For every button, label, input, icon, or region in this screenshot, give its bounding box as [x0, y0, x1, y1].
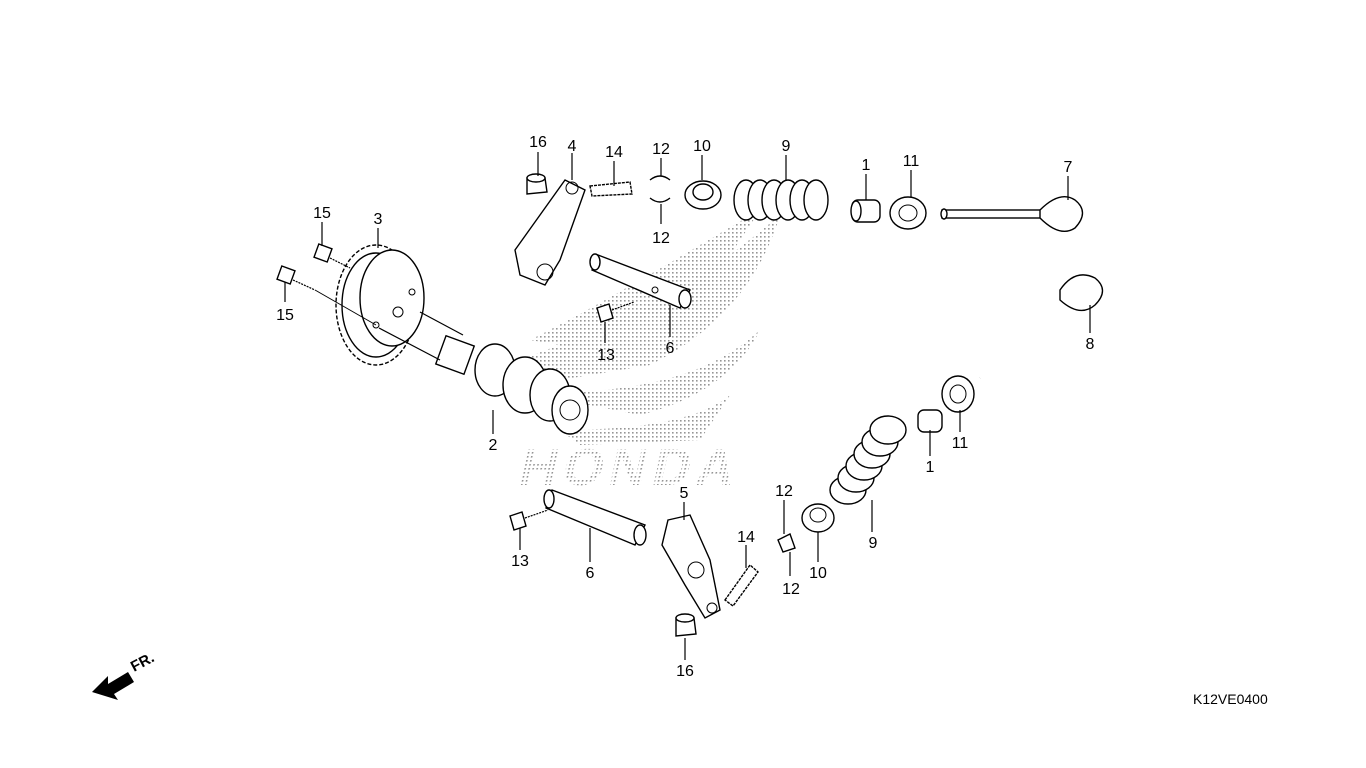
cotter-12-upper — [649, 175, 671, 203]
rocker-shaft-lower — [543, 489, 647, 546]
label-part-15-upper: 15 — [313, 205, 331, 222]
stem-seal-1-upper — [850, 199, 881, 223]
rocker-shaft-upper — [589, 253, 692, 309]
cotter-12-lower — [777, 533, 796, 553]
nut-16-lower — [675, 613, 697, 637]
spring-retainer-10-lower — [801, 503, 835, 533]
label-part-15-lower: 15 — [276, 307, 294, 324]
label-part-11-lower: 11 — [952, 435, 969, 452]
label-part-14-upper: 14 — [605, 144, 623, 161]
stem-seal-1-lower — [917, 409, 943, 433]
label-part-12-lower-bottom: 12 — [782, 581, 800, 598]
label-part-13-lower: 13 — [511, 553, 529, 570]
rocker-arm-upper — [514, 179, 586, 286]
front-arrow-icon — [92, 672, 134, 700]
label-part-2: 2 — [489, 437, 498, 454]
valve-spring-9-lower — [829, 415, 907, 505]
label-part-10-upper: 10 — [693, 138, 711, 155]
adjusting-screw-14-lower — [724, 563, 759, 607]
spring-seat-11-upper — [889, 196, 927, 230]
nut-16-upper — [526, 173, 548, 195]
label-part-14-lower: 14 — [737, 529, 755, 546]
bolt-15-upper — [313, 243, 351, 269]
label-part-8: 8 — [1086, 336, 1095, 353]
rocker-arm-lower — [661, 514, 721, 619]
adjusting-screw-14-upper — [589, 181, 633, 197]
label-part-11-upper: 11 — [903, 153, 920, 170]
label-part-10-lower: 10 — [809, 565, 827, 582]
spring-seat-11-lower — [941, 375, 975, 413]
intake-valve-8 — [978, 274, 1104, 380]
label-part-5: 5 — [680, 485, 689, 502]
label-part-13-upper: 13 — [597, 347, 615, 364]
front-label: FR. — [128, 649, 157, 675]
label-part-9-lower: 9 — [869, 535, 878, 552]
spring-retainer-10-upper — [684, 180, 722, 210]
label-part-3: 3 — [374, 211, 383, 228]
diagram-code: K12VE0400 — [1193, 691, 1268, 707]
label-part-6-upper: 6 — [666, 340, 675, 357]
exhaust-valve-7 — [940, 196, 1084, 232]
label-part-16-lower: 16 — [676, 663, 694, 680]
label-part-1-lower: 1 — [926, 459, 935, 476]
label-part-4: 4 — [568, 138, 577, 155]
cam-gear — [335, 244, 425, 366]
bolt-15-lower — [276, 265, 377, 326]
camshaft — [378, 311, 589, 435]
honda-watermark-text: HONDA — [514, 439, 747, 497]
label-part-16-upper: 16 — [529, 134, 547, 151]
label-part-12-upper-top: 12 — [652, 141, 670, 158]
label-part-9-upper: 9 — [782, 138, 791, 155]
valve-spring-9-upper — [733, 179, 829, 221]
part-labels: 16 4 14 12 12 10 9 1 11 7 3 15 15 13 6 8… — [276, 134, 1094, 680]
label-part-12-lower-top: 12 — [775, 483, 793, 500]
bolt-13-lower — [509, 509, 549, 531]
front-direction-indicator: FR. — [92, 649, 157, 700]
label-part-6-lower: 6 — [586, 565, 595, 582]
leader-lines — [284, 152, 1091, 660]
label-part-1-upper: 1 — [862, 157, 871, 174]
bolt-13-upper — [596, 301, 635, 323]
label-part-12-upper-bottom: 12 — [652, 230, 670, 247]
label-part-7: 7 — [1064, 159, 1073, 176]
